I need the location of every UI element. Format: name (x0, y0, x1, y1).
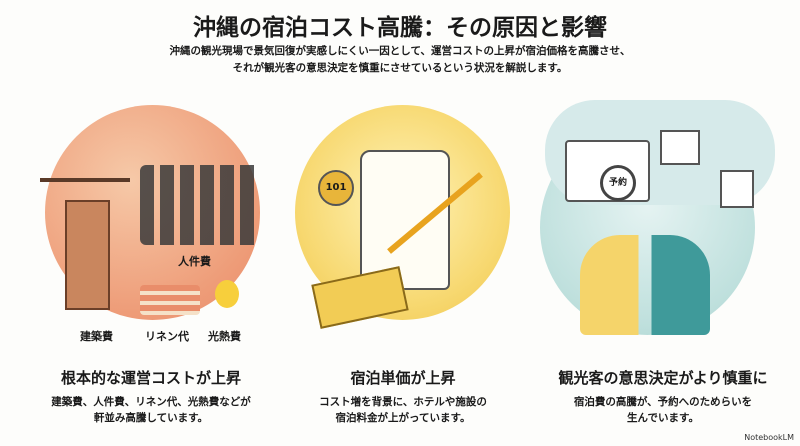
brand-watermark: NotebookLM (744, 433, 794, 442)
label-linen: リネン代 (145, 330, 189, 343)
key-icon: 101 (318, 170, 354, 206)
panel-desc-costs: 建築費、人件費、リネン代、光熱費などが軒並み高騰しています。 (51, 396, 251, 424)
panel-heading-tourists: 観光客の意思決定がより慎重に (558, 369, 768, 387)
page-title: 沖縄の宿泊コスト高騰：その原因と影響 (193, 15, 607, 41)
price-tag-icon (360, 150, 450, 290)
label-utilities: 光熱費 (208, 330, 241, 343)
panel-heading-price: 宿泊単価が上昇 (350, 369, 456, 387)
tourists-icon (580, 235, 710, 335)
panel-desc-price: コスト増を背景に、ホテルや施設の宿泊料金が上がっています。 (319, 396, 487, 424)
subtitle: 沖縄の観光現場で景気回復が実感しにくい一因として、運営コストの上昇が宿泊価格を高… (169, 45, 631, 74)
magnifier-icon: 予約 (600, 165, 636, 201)
label-labor: 人件費 (178, 255, 211, 268)
building-icon (65, 200, 110, 310)
workers-icon (140, 165, 260, 245)
panel-heading-costs: 根本的な運営コストが上昇 (60, 369, 241, 387)
calculator-icon (720, 170, 754, 208)
calendar-icon (660, 130, 700, 165)
panel-desc-tourists: 宿泊費の高騰が、予約へのためらいを生んでいます。 (573, 396, 753, 424)
crane-icon (40, 178, 130, 182)
linen-stack-icon (140, 285, 200, 315)
label-construction: 建築費 (80, 330, 113, 343)
bulb-icon (215, 280, 239, 308)
